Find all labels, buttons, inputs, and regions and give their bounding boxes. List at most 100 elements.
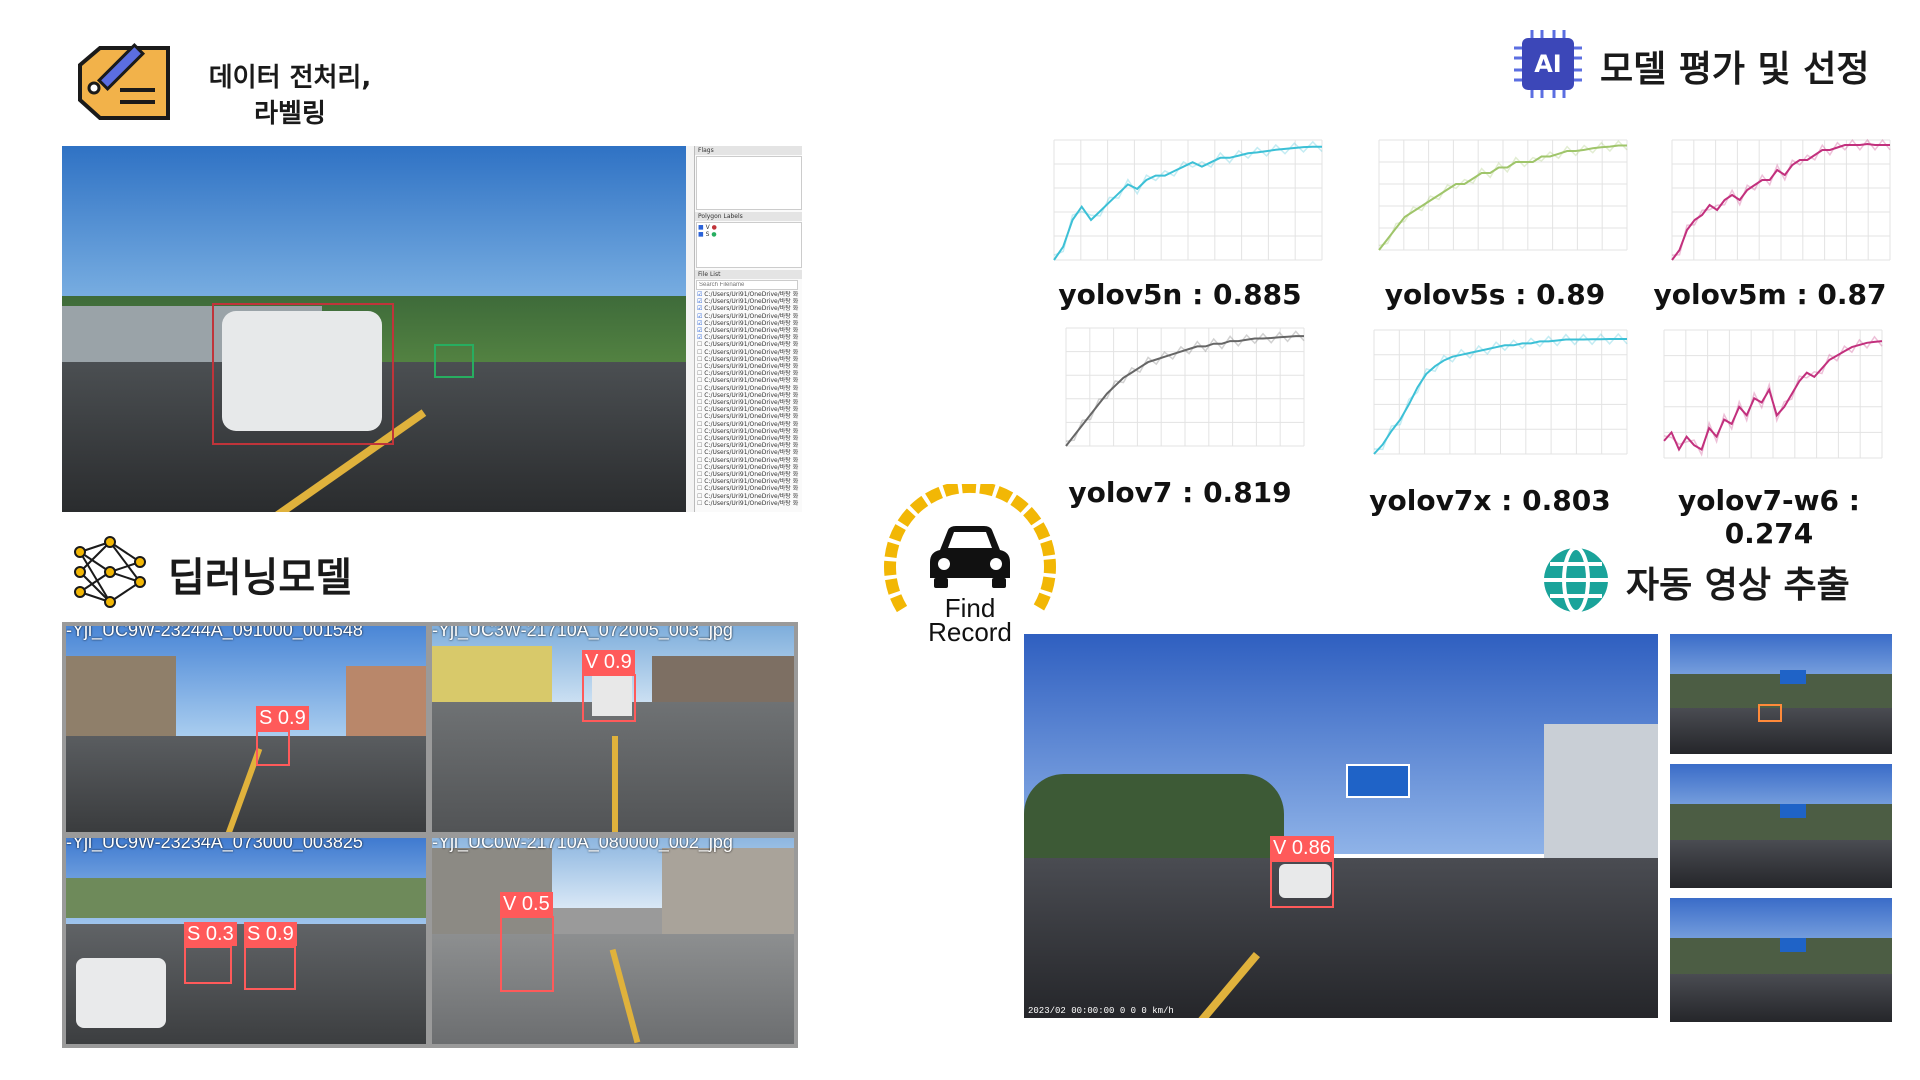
file-list-item[interactable]: ☐ C:/Users/Uri91/OneDrive/바탕 화 <box>697 485 802 492</box>
file-path: C:/Users/Uri91/OneDrive/바탕 화 <box>704 442 799 450</box>
file-checkbox[interactable]: ☑ <box>697 319 705 327</box>
file-path: C:/Users/Uri91/OneDrive/바탕 화 <box>704 399 799 407</box>
file-checkbox[interactable]: ☐ <box>697 413 705 421</box>
preprocess-icon <box>60 40 180 130</box>
file-list-item[interactable]: ☐ C:/Users/Uri91/OneDrive/바탕 화 <box>697 363 802 370</box>
file-list-item[interactable]: ☑ C:/Users/Uri91/OneDrive/바탕 화 <box>697 320 802 327</box>
file-list-item[interactable]: ☐ C:/Users/Uri91/OneDrive/바탕 화 <box>697 356 802 363</box>
file-checkbox[interactable]: ☑ <box>697 327 705 335</box>
file-list-item[interactable]: ☐ C:/Users/Uri91/OneDrive/바탕 화 <box>697 428 802 435</box>
van-shape <box>222 311 382 431</box>
chart-yolov7x <box>1350 324 1635 470</box>
file-list-item[interactable]: ☑ C:/Users/Uri91/OneDrive/바탕 화 <box>697 298 802 305</box>
ai-chip-label: AI <box>1534 50 1562 78</box>
file-list-item[interactable]: ☐ C:/Users/Uri91/OneDrive/바탕 화 <box>697 478 802 485</box>
file-list-item[interactable]: ☐ C:/Users/Uri91/OneDrive/바탕 화 <box>697 349 802 356</box>
file-list-title: File List <box>695 270 802 279</box>
file-checkbox[interactable]: ☐ <box>697 384 705 392</box>
file-list-item[interactable]: ☑ C:/Users/Uri91/OneDrive/바탕 화 <box>697 327 802 334</box>
file-list-item[interactable]: ☐ C:/Users/Uri91/OneDrive/바탕 화 <box>697 413 802 420</box>
file-list-item[interactable]: ☐ C:/Users/Uri91/OneDrive/바탕 화 <box>697 341 802 348</box>
file-search-input[interactable] <box>696 280 798 290</box>
extraction-title: 자동 영상 추출 <box>1626 565 1850 606</box>
file-checkbox[interactable]: ☐ <box>697 420 705 428</box>
file-checkbox[interactable]: ☐ <box>697 370 705 378</box>
file-checkbox[interactable]: ☐ <box>697 478 705 486</box>
file-path: C:/Users/Uri91/OneDrive/바탕 화 <box>704 478 799 486</box>
preprocess-title-line2: 라벨링 <box>254 99 326 129</box>
chart-yolov7 <box>1042 322 1312 462</box>
file-checkbox[interactable]: ☑ <box>697 334 705 342</box>
file-list-item[interactable]: ☐ C:/Users/Uri91/OneDrive/바탕 화 <box>697 406 802 413</box>
file-checkbox[interactable]: ☐ <box>697 442 705 450</box>
road-sign <box>1346 764 1410 798</box>
file-list-item[interactable]: ☐ C:/Users/Uri91/OneDrive/바탕 화 <box>697 399 802 406</box>
file-checkbox[interactable]: ☑ <box>697 291 705 298</box>
file-checkbox[interactable]: ☐ <box>697 377 705 385</box>
file-path: C:/Users/Uri91/OneDrive/바탕 화 <box>704 413 799 421</box>
file-list-item[interactable]: ☐ C:/Users/Uri91/OneDrive/바탕 화 <box>697 392 802 399</box>
file-list-item[interactable]: ☐ C:/Users/Uri91/OneDrive/바탕 화 <box>697 449 802 456</box>
chart-yolov5m <box>1648 134 1898 276</box>
file-list-item[interactable]: ☐ C:/Users/Uri91/OneDrive/바탕 화 <box>697 442 802 449</box>
file-checkbox[interactable]: ☐ <box>697 449 705 457</box>
file-list-item[interactable]: ☐ C:/Users/Uri91/OneDrive/바탕 화 <box>697 385 802 392</box>
file-checkbox[interactable]: ☐ <box>697 456 705 464</box>
file-list-item[interactable]: ☑ C:/Users/Uri91/OneDrive/바탕 화 <box>697 313 802 320</box>
extraction-thumbnail <box>1670 634 1892 754</box>
file-checkbox[interactable]: ☑ <box>697 305 705 313</box>
file-checkbox[interactable]: ☐ <box>697 427 705 435</box>
polygon-label-item[interactable]: ■ V ● <box>698 224 717 231</box>
evaluation-title: 모델 평가 및 선정 <box>1600 49 1870 90</box>
file-path: C:/Users/Uri91/OneDrive/바탕 화 <box>704 334 799 342</box>
file-list-item[interactable]: ☑ C:/Users/Uri91/OneDrive/바탕 화 <box>697 334 802 341</box>
file-checkbox[interactable]: ☑ <box>697 298 705 306</box>
flags-panel-title: Flags <box>695 146 802 155</box>
detection-label: S 0.9 <box>256 706 309 730</box>
car-icon <box>930 526 1010 588</box>
chart-caption-yolov5m: yolov5m : 0.87 <box>1653 278 1887 311</box>
detection-tile: V 0.5 -Yjl_UC0W-21710A_080000_002_jpg <box>432 838 794 1044</box>
file-list-item[interactable]: ☐ C:/Users/Uri91/OneDrive/바탕 화 <box>697 493 802 500</box>
file-path: C:/Users/Uri91/OneDrive/바탕 화 <box>704 492 799 500</box>
file-list-item[interactable]: ☐ C:/Users/Uri91/OneDrive/바탕 화 <box>697 471 802 478</box>
polygon-label-item[interactable]: ■ S ● <box>698 231 717 238</box>
file-checkbox[interactable]: ☐ <box>697 391 705 399</box>
detection-filename: -Yjl_UC9W-23234A_073000_003825 <box>66 838 363 852</box>
file-checkbox[interactable]: ☐ <box>697 435 705 443</box>
file-list-item[interactable]: ☐ C:/Users/Uri91/OneDrive/바탕 화 <box>697 464 802 471</box>
tag-pencil-icon <box>78 42 170 120</box>
file-checkbox[interactable]: ☐ <box>697 485 705 493</box>
file-checkbox[interactable]: ☐ <box>697 463 705 471</box>
file-checkbox[interactable]: ☐ <box>697 355 705 363</box>
file-checkbox[interactable]: ☐ <box>697 406 705 414</box>
file-checkbox[interactable]: ☐ <box>697 492 705 500</box>
file-checkbox[interactable]: ☐ <box>697 471 705 479</box>
file-checkbox[interactable]: ☐ <box>697 348 705 356</box>
file-checkbox[interactable]: ☐ <box>697 399 705 407</box>
series-line <box>1663 340 1883 452</box>
file-list-item[interactable]: ☐ C:/Users/Uri91/OneDrive/바탕 화 <box>697 377 802 384</box>
chart-yolov5s <box>1355 134 1635 266</box>
file-checkbox[interactable]: ☐ <box>697 341 705 349</box>
gauge-ring <box>884 480 1056 613</box>
file-list-item[interactable]: ☐ C:/Users/Uri91/OneDrive/바탕 화 <box>697 500 802 507</box>
file-list-item[interactable]: ☐ C:/Users/Uri91/OneDrive/바탕 화 <box>697 370 802 377</box>
file-checkbox[interactable]: ☑ <box>697 312 705 320</box>
file-list-item[interactable]: ☐ C:/Users/Uri91/OneDrive/바탕 화 <box>697 457 802 464</box>
find-record-logo: Find Record <box>880 480 1060 654</box>
file-checkbox[interactable]: ☐ <box>697 363 705 371</box>
file-list-item[interactable]: ☐ C:/Users/Uri91/OneDrive/바탕 화 <box>697 435 802 442</box>
file-list-item[interactable]: ☑ C:/Users/Uri91/OneDrive/바탕 화 <box>697 291 802 298</box>
extraction-main-frame: V 0.86 2023/02 00:00:00 0 0 0 km/h <box>1024 634 1658 1018</box>
preprocess-title: 데이터 전처리, 라벨링 <box>190 60 390 132</box>
file-path: C:/Users/Uri91/OneDrive/바탕 화 <box>704 363 799 371</box>
chart-yolov7-w6 <box>1640 324 1890 474</box>
file-list-item[interactable]: ☐ C:/Users/Uri91/OneDrive/바탕 화 <box>697 421 802 428</box>
file-path: C:/Users/Uri91/OneDrive/바탕 화 <box>704 341 799 349</box>
file-path: C:/Users/Uri91/OneDrive/바탕 화 <box>704 319 799 327</box>
series-line <box>1671 142 1890 261</box>
file-checkbox[interactable]: ☐ <box>697 499 705 507</box>
file-list-item[interactable]: ☑ C:/Users/Uri91/OneDrive/바탕 화 <box>697 305 802 312</box>
chart-caption-yolov7: yolov7 : 0.819 <box>1068 476 1292 509</box>
